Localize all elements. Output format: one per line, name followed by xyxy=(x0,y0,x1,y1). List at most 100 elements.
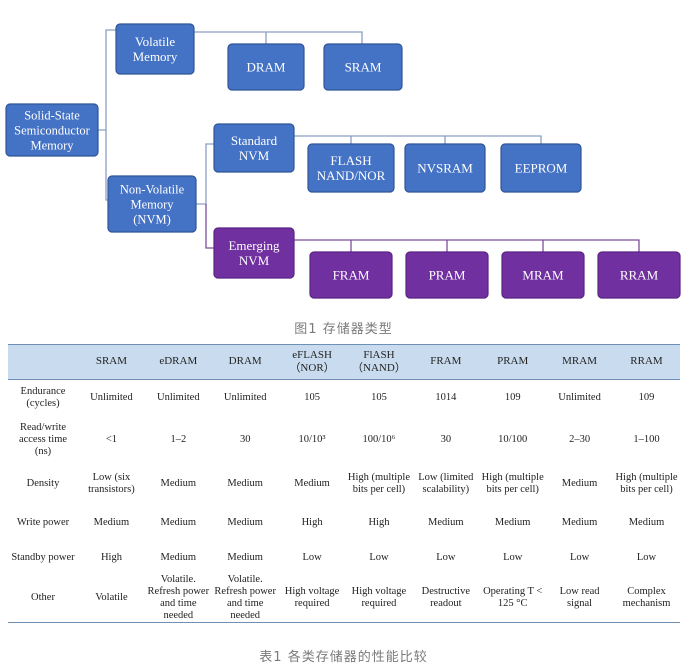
connector-line xyxy=(294,239,640,252)
node-box xyxy=(309,251,393,299)
node-label: NVSRAM xyxy=(417,161,473,176)
cell-text: Low xyxy=(369,551,389,563)
cell-text: Complex xyxy=(627,586,666,598)
node-label: RRAM xyxy=(620,268,659,283)
table-cell: 2–30 xyxy=(546,416,613,464)
table-cell: 109 xyxy=(613,380,680,417)
cell-text: Unlimited xyxy=(90,391,133,403)
cell-text: Medium xyxy=(561,516,598,528)
table-cell: Low xyxy=(412,542,479,574)
column-header: eFLASH（NOR） xyxy=(278,344,346,380)
cell-text: bits per cell) xyxy=(620,484,673,495)
cell-text: Volatile. xyxy=(160,574,196,585)
cell-text: 10/100 xyxy=(498,433,528,445)
cell-text: High voltage xyxy=(284,586,340,598)
table-cell: High xyxy=(78,542,145,574)
node-label: SRAM xyxy=(345,60,382,75)
node-sram: SRAM xyxy=(323,43,403,91)
table-cell: Medium xyxy=(479,504,546,542)
node-label: NVM xyxy=(239,148,270,163)
cell-text: High xyxy=(301,516,323,528)
node-box xyxy=(405,251,489,299)
cell-text: Medium xyxy=(294,477,330,489)
column-header: DRAM xyxy=(211,344,279,380)
node-box xyxy=(404,143,486,193)
cell-text: Medium xyxy=(227,477,263,489)
node-dram: DRAM xyxy=(227,43,305,91)
cell-text: Low (six xyxy=(92,471,131,483)
connector-line xyxy=(98,29,116,131)
cell-text: required xyxy=(294,598,330,610)
cell-text: 1–100 xyxy=(633,433,660,445)
cell-text: 10/10³ xyxy=(298,433,326,445)
node-label: Emerging xyxy=(228,238,280,253)
table-cell: <1 xyxy=(78,416,145,464)
cell-text: Medium xyxy=(160,551,197,563)
table-cell: Unlimited xyxy=(78,380,145,417)
cell-text: Destructive xyxy=(421,586,471,598)
cell-text: Standby power xyxy=(11,551,75,563)
node-box xyxy=(323,43,403,91)
cell-text: 1–2 xyxy=(170,433,187,445)
table-cell: Medium xyxy=(546,504,613,542)
header-text: （NOR） xyxy=(289,362,335,374)
cell-text: Medium xyxy=(628,516,665,528)
table-cell: Unlimited xyxy=(212,380,279,417)
cell-text: 105 xyxy=(371,391,387,403)
cell-text: needed xyxy=(230,610,261,622)
row-label-cell: Density xyxy=(8,464,78,504)
table-cell: 109 xyxy=(479,380,546,417)
node-label: NVM xyxy=(239,253,270,268)
node-box xyxy=(597,251,681,299)
node-mram: MRAM xyxy=(501,251,585,299)
cell-text: Medium xyxy=(160,477,197,489)
cell-text: Low xyxy=(436,551,456,563)
cell-text: 100/10⁶ xyxy=(362,433,396,445)
cell-text: Low xyxy=(569,551,590,563)
table-cell: Medium xyxy=(412,504,479,542)
cell-text: required xyxy=(361,598,397,610)
table-cell: Medium xyxy=(546,464,613,504)
cell-text: Low xyxy=(636,551,657,563)
node-pram: PRAM xyxy=(405,251,489,299)
table-cell: 1–2 xyxy=(145,416,212,464)
table-cell: Medium xyxy=(279,464,346,504)
cell-text: (ns) xyxy=(34,446,52,458)
cell-text: Operating T < xyxy=(483,586,543,598)
node-rram: RRAM xyxy=(597,251,681,299)
node-nvsram: NVSRAM xyxy=(404,143,486,193)
cell-text: 125 °C xyxy=(497,598,528,610)
cell-text: bits per cell) xyxy=(352,484,406,495)
header-text: RRAM xyxy=(630,355,663,368)
column-header: FRAM xyxy=(412,344,480,380)
node-label: FRAM xyxy=(333,268,370,283)
table-caption: 表1 各类存储器的性能比较 xyxy=(259,650,428,665)
row-label-cell: Standby power xyxy=(8,542,78,574)
cell-text: Unlimited xyxy=(558,391,601,403)
cell-text: Medium xyxy=(428,516,464,528)
node-label: FLASH xyxy=(330,153,371,168)
node-label: Memory xyxy=(30,139,74,153)
header-text: PRAM xyxy=(497,355,529,368)
table-cell: 10/10³ xyxy=(279,416,346,464)
column-header: FlASH（NAND） xyxy=(345,344,413,380)
connector-line xyxy=(294,135,542,144)
table-cell: Volatile xyxy=(78,574,145,624)
cell-text: Unlimited xyxy=(157,391,200,403)
cell-text: transistors) xyxy=(88,484,135,495)
node-label: PRAM xyxy=(429,268,466,283)
